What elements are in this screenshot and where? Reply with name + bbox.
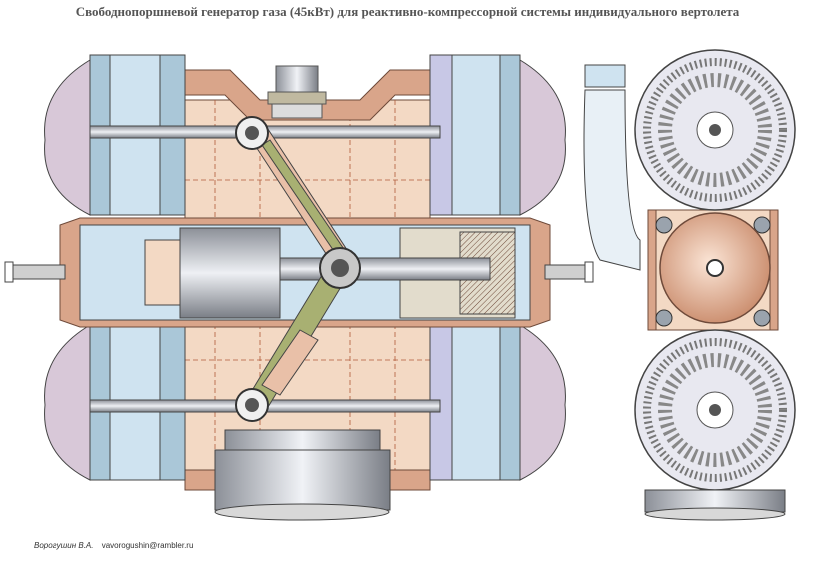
- center-pivot-joint: [319, 247, 361, 289]
- side-bottom-drum: [644, 489, 786, 521]
- upper-fan: [634, 49, 796, 211]
- lower-pivot-joint: [235, 388, 269, 422]
- cylinder-bottom-right: [429, 324, 566, 481]
- spark-plug-left: [4, 261, 66, 283]
- central-cylinder: [59, 217, 551, 328]
- cylinder-top-right: [429, 54, 566, 216]
- author-credit: Ворогушин В.А. vavorogushin@rambler.ru: [34, 541, 193, 550]
- author-email: vavorogushin@rambler.ru: [101, 541, 194, 550]
- lower-fan: [634, 329, 796, 491]
- side-bolts: [655, 216, 771, 327]
- top-exhaust-pipe: [267, 65, 327, 119]
- side-view: [583, 49, 796, 521]
- front-section-view: [4, 54, 594, 521]
- lower-link-rod: [244, 261, 351, 413]
- left-piston: [179, 227, 281, 319]
- upper-pivot-joint: [235, 116, 269, 150]
- inlet-pipe: [583, 64, 641, 271]
- diagram-title: Свободнопоршневой генератор газа (45кВт)…: [75, 4, 740, 19]
- bottom-generator-drum: [214, 429, 391, 521]
- spark-plug-right: [544, 261, 594, 283]
- center-connecting-rod: [279, 257, 491, 281]
- author-name: Ворогушин В.А.: [34, 541, 94, 550]
- central-hub: [659, 212, 771, 324]
